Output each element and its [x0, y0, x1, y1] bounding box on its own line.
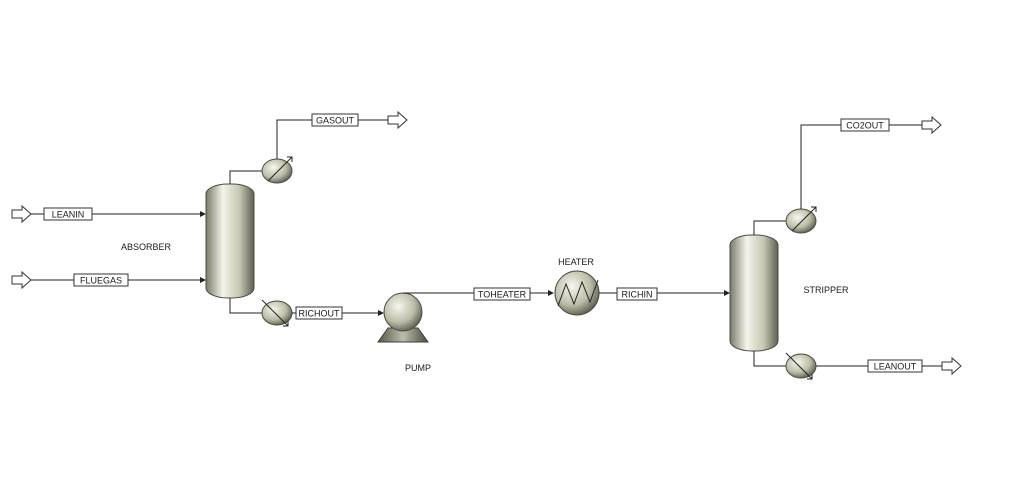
feed-arrow-icon	[11, 270, 32, 290]
heater-label: HEATER	[558, 257, 594, 267]
absorber-label: ABSORBER	[121, 242, 172, 252]
stripper-reboiler[interactable]	[785, 352, 817, 380]
product-arrow-icon	[387, 110, 408, 130]
stripper-column[interactable]	[729, 234, 779, 352]
stream-tag-leanout: LEANOUT	[867, 359, 923, 373]
stream-tag-co2out: CO2OUT	[840, 118, 890, 132]
stream-tag-gasout: GASOUT	[311, 113, 359, 127]
stream-label-richout: RICHOUT	[299, 309, 340, 319]
stream-label-gasout: GASOUT	[316, 116, 355, 126]
arrowhead-icon	[200, 277, 206, 283]
absorber-bottom-exchanger[interactable]	[261, 299, 293, 327]
stream-label-richin: RICHIN	[622, 290, 653, 300]
stream-toheater[interactable]: TOHEATER	[403, 287, 554, 301]
stream-tag-richin: RICHIN	[616, 287, 658, 301]
feed-arrow-icon	[11, 204, 32, 224]
product-arrow-icon	[921, 115, 942, 135]
stream-co2out[interactable]: CO2OUT	[800, 115, 942, 209]
pump[interactable]	[377, 292, 429, 343]
arrowhead-icon	[200, 211, 206, 217]
stream-label-toheater: TOHEATER	[478, 290, 527, 300]
stream-tag-richout: RICHOUT	[295, 306, 343, 320]
stream-label-leanout: LEANOUT	[874, 362, 917, 372]
stream-richout[interactable]: RICHOUT	[292, 306, 384, 320]
stripper-label: STRIPPER	[803, 285, 849, 295]
stream-tag-toheater: TOHEATER	[473, 287, 531, 301]
stream-leanout[interactable]: LEANOUT	[816, 356, 962, 376]
stream-richin[interactable]: RICHIN	[599, 287, 730, 301]
arrowhead-icon	[378, 310, 384, 316]
stream-label-fluegas: FLUEGAS	[80, 276, 122, 286]
arrowhead-icon	[724, 290, 730, 296]
stripper-condenser[interactable]	[785, 206, 817, 234]
stream-leanin[interactable]: LEANIN	[11, 204, 206, 224]
absorber-column[interactable]	[205, 183, 255, 299]
pump-label: PUMP	[405, 363, 431, 373]
stream-tag-fluegas: FLUEGAS	[73, 273, 129, 287]
stream-tag-leanin: LEANIN	[43, 207, 93, 221]
stream-label-leanin: LEANIN	[52, 210, 85, 220]
absorber-condenser[interactable]	[261, 156, 293, 184]
heater[interactable]	[554, 270, 600, 316]
stream-label-co2out: CO2OUT	[846, 121, 884, 131]
arrowhead-icon	[548, 290, 554, 296]
product-arrow-icon	[941, 356, 962, 376]
stream-fluegas[interactable]: FLUEGAS	[11, 270, 206, 290]
stream-gasout[interactable]: GASOUT	[276, 110, 408, 159]
